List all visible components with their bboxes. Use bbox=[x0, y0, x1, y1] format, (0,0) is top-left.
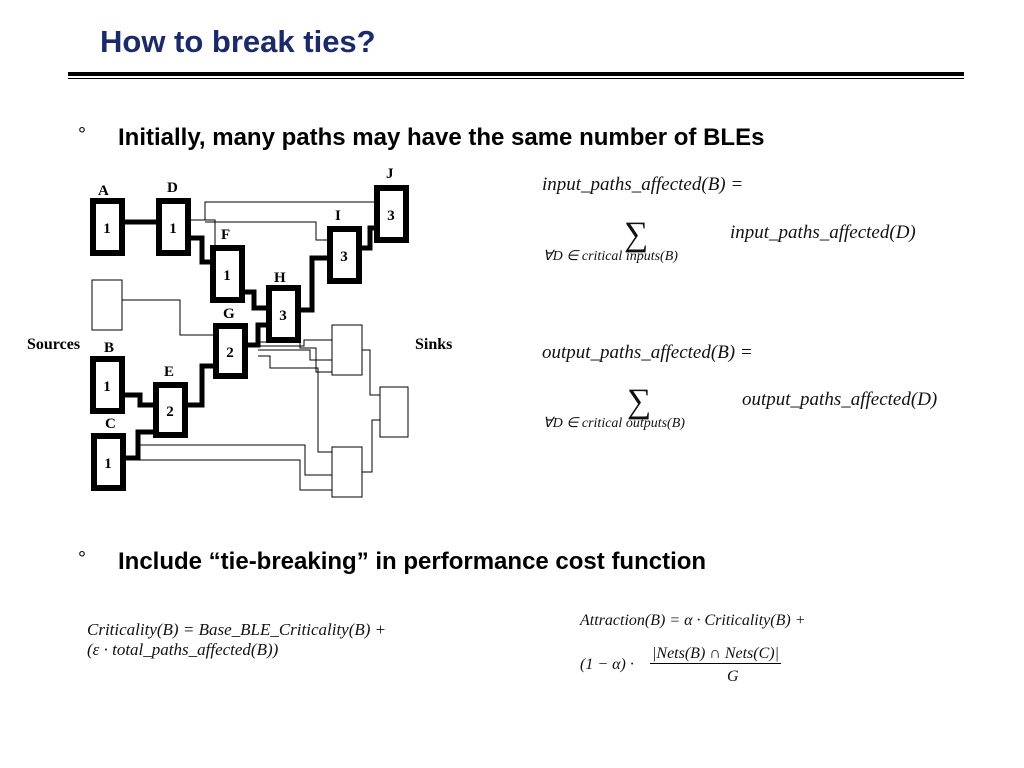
wire bbox=[258, 355, 334, 453]
critical-wire bbox=[248, 322, 268, 348]
ble-box-d bbox=[156, 198, 191, 256]
empty-sink-box bbox=[379, 386, 409, 438]
critical-wire bbox=[243, 289, 268, 311]
critical-wire bbox=[189, 235, 212, 265]
title-rule-thin bbox=[68, 78, 964, 79]
slide-title: How to break ties? bbox=[100, 24, 376, 59]
wire bbox=[140, 444, 334, 476]
node-label-b: B bbox=[104, 340, 114, 356]
wire bbox=[188, 201, 383, 221]
input-sum-subscript: ∀D ∈ critical inputs(B) bbox=[543, 249, 678, 264]
attraction-equation-line1: Attraction(B) = α · Criticality(B) + bbox=[580, 612, 806, 629]
empty-source-box bbox=[91, 279, 123, 331]
attraction-numerator: |Nets(B) ∩ Nets(C)| bbox=[650, 645, 781, 664]
node-value-g: 2 bbox=[226, 345, 234, 361]
ble-box-c bbox=[91, 433, 126, 491]
node-label-d: D bbox=[167, 180, 178, 196]
ble-box-f bbox=[210, 245, 245, 303]
ble-box-g bbox=[213, 323, 248, 379]
wire bbox=[188, 219, 216, 248]
sources-label: Sources bbox=[27, 336, 80, 353]
ble-box-b bbox=[90, 356, 125, 414]
node-label-g: G bbox=[223, 306, 235, 322]
critical-wire bbox=[124, 392, 155, 408]
bullet-2: ° Include “tie-breaking” in performance c… bbox=[78, 548, 706, 576]
empty-box bbox=[331, 324, 363, 376]
node-value-j: 3 bbox=[387, 208, 395, 224]
node-label-j: J bbox=[386, 166, 394, 182]
attraction-denominator: G bbox=[727, 668, 739, 685]
node-value-a: 1 bbox=[103, 221, 111, 237]
criticality-equation-line1: Criticality(B) = Base_BLE_Criticality(B)… bbox=[87, 620, 387, 639]
node-value-c: 1 bbox=[104, 456, 112, 472]
critical-wire bbox=[126, 429, 155, 461]
output-equation-lhs: output_paths_affected(B) = bbox=[542, 342, 753, 363]
bullet-1: ° Initially, many paths may have the same… bbox=[78, 124, 764, 152]
ble-box-a bbox=[90, 198, 125, 256]
attraction-equation-prefix: (1 − α) · bbox=[580, 656, 634, 673]
ble-box-e bbox=[153, 382, 188, 438]
wire bbox=[362, 349, 380, 396]
input-equation-lhs: input_paths_affected(B) = bbox=[542, 174, 744, 195]
wire bbox=[205, 221, 330, 241]
node-label-h: H bbox=[274, 270, 286, 286]
wire bbox=[258, 349, 334, 361]
output-sum-subscript: ∀D ∈ critical outputs(B) bbox=[543, 416, 685, 431]
critical-wire bbox=[299, 255, 329, 313]
critical-wire bbox=[186, 363, 215, 408]
sinks-label: Sinks bbox=[415, 336, 452, 353]
node-label-c: C bbox=[105, 416, 116, 432]
ble-box-h bbox=[266, 285, 301, 343]
criticality-equation-line2: (ε · total_paths_affected(B)) bbox=[87, 640, 279, 659]
bullet-text: Initially, many paths may have the same … bbox=[118, 124, 765, 151]
node-value-b: 1 bbox=[103, 379, 111, 395]
wire bbox=[120, 299, 218, 336]
bullet-text: Include “tie-breaking” in performance co… bbox=[118, 548, 707, 575]
wire bbox=[258, 339, 334, 347]
node-value-e: 2 bbox=[166, 404, 174, 420]
node-label-e: E bbox=[164, 364, 174, 380]
node-value-f: 1 bbox=[223, 268, 231, 284]
output-sum-symbol: ∑ bbox=[627, 383, 652, 420]
bullet-marker: ° bbox=[78, 124, 86, 146]
empty-box bbox=[331, 446, 363, 498]
node-label-a: A bbox=[98, 183, 109, 199]
node-label-f: F bbox=[221, 227, 230, 243]
ble-box-i bbox=[327, 226, 362, 284]
title-rule bbox=[68, 72, 964, 76]
input-sum-symbol: ∑ bbox=[624, 216, 649, 253]
node-label-i: I bbox=[335, 208, 341, 224]
wire bbox=[140, 459, 334, 491]
bullet-marker: ° bbox=[78, 548, 86, 570]
node-value-i: 3 bbox=[340, 249, 348, 265]
ble-box-j bbox=[374, 185, 409, 243]
node-value-h: 3 bbox=[279, 308, 287, 324]
critical-wire bbox=[360, 225, 376, 251]
output-equation-rhs: output_paths_affected(D) bbox=[742, 389, 938, 410]
wire bbox=[362, 419, 380, 473]
input-equation-rhs: input_paths_affected(D) bbox=[730, 222, 916, 243]
node-value-d: 1 bbox=[169, 221, 177, 237]
